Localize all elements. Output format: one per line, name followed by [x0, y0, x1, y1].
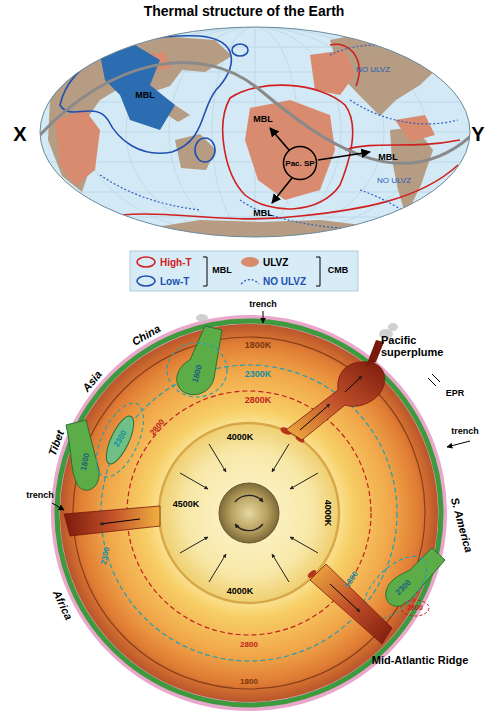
- temperature-label: 1800: [191, 364, 204, 383]
- temperature-label: 2300: [100, 546, 112, 565]
- plume-flow-arrows: [100, 376, 362, 612]
- temperature-label: 4000K: [227, 433, 254, 443]
- temperature-label: 1800: [240, 678, 258, 687]
- world-map: [30, 20, 480, 245]
- node-text: Pac. SP: [285, 159, 314, 168]
- legend-bracket: [316, 257, 320, 286]
- legend-text: Low-T: [160, 276, 189, 287]
- superplume: [286, 362, 385, 440]
- temperature-label: 2800: [149, 418, 167, 437]
- core-flow-arrows: [180, 444, 318, 582]
- plume-centre-circle: Pac. SP: [282, 145, 318, 181]
- figure-title: Thermal structure of the Earth: [144, 4, 345, 19]
- boundary-label: MBL: [253, 209, 273, 219]
- high-t-contours: [100, 44, 460, 219]
- region-label: S. America: [449, 496, 475, 554]
- continents: [48, 30, 446, 238]
- ridge-label: EPR: [446, 389, 465, 399]
- plume-label: Pacific superplume: [381, 334, 455, 358]
- zone-label: NO ULVZ: [377, 177, 411, 186]
- temperature-label: 1800: [343, 570, 360, 590]
- flow-arrows: [270, 128, 370, 203]
- legend-contour-ring: [137, 257, 155, 267]
- earth-cross-section: [51, 311, 470, 711]
- trench-label: trench: [249, 300, 277, 310]
- section-end-label: Y: [471, 123, 484, 145]
- no-ulvz-contours: [100, 45, 458, 234]
- legend-box: [130, 251, 358, 291]
- trench-label: trench: [451, 427, 479, 437]
- graticule: [30, 20, 480, 245]
- africa-plume: [64, 506, 160, 536]
- ridge-plume: [310, 564, 392, 644]
- temperature-label: 2800K: [245, 396, 272, 406]
- ulvz-bumps: [279, 426, 317, 579]
- legend-contour-ring: [137, 276, 155, 286]
- trench-label: trench: [26, 491, 54, 501]
- region-label: Tibet: [46, 429, 66, 458]
- boundary-label: MBL: [253, 115, 273, 125]
- temperature-label: 4000K: [322, 500, 332, 527]
- region-label: Asia: [80, 368, 104, 394]
- legend-bracket-label: MBL: [212, 266, 232, 276]
- temperature-label: 2300: [395, 579, 414, 598]
- boundary-label: MBL: [378, 153, 398, 163]
- legend-bracket-label: CMB: [328, 266, 349, 276]
- legend-bracket: [203, 257, 207, 286]
- volcanic-plumes: [196, 314, 398, 339]
- temperature-label: 4500K: [173, 500, 200, 510]
- temperature-label: 2300K: [245, 370, 272, 380]
- legend-text: High-T: [160, 257, 192, 268]
- legend-text: NO ULVZ: [263, 276, 306, 287]
- legend-text: ULVZ: [263, 257, 288, 268]
- low-velocity-patch: [100, 45, 175, 130]
- temperature-label: 1800: [80, 452, 92, 471]
- temperature-label: 2800: [240, 641, 258, 650]
- legend-dotted-line: [241, 280, 259, 285]
- ridge-label: Mid-Atlantic Ridge: [372, 654, 469, 666]
- trench-arrows: [52, 311, 470, 510]
- circle-shape: [284, 147, 317, 180]
- region-label: China: [130, 322, 163, 348]
- temperature-label: 4000K: [227, 587, 254, 597]
- temperature-label: 2800: [407, 604, 423, 612]
- legend-swatch: [241, 257, 259, 267]
- inner-core-arrows: [235, 495, 263, 530]
- region-label: Africa: [51, 588, 75, 621]
- node-text-holder: Pac. SP: [282, 145, 318, 181]
- zone-label: NO ULVZ: [356, 66, 390, 75]
- section-end-label: X: [13, 123, 26, 145]
- cross-section-line: [40, 62, 472, 163]
- subducting-slabs: [66, 326, 445, 606]
- temperature-label: 1800K: [245, 341, 272, 351]
- temperature-label: 2300: [113, 429, 130, 449]
- slab-isotherms: [87, 343, 438, 630]
- boundary-label: MBL: [135, 91, 155, 101]
- low-t-contours: [60, 36, 248, 162]
